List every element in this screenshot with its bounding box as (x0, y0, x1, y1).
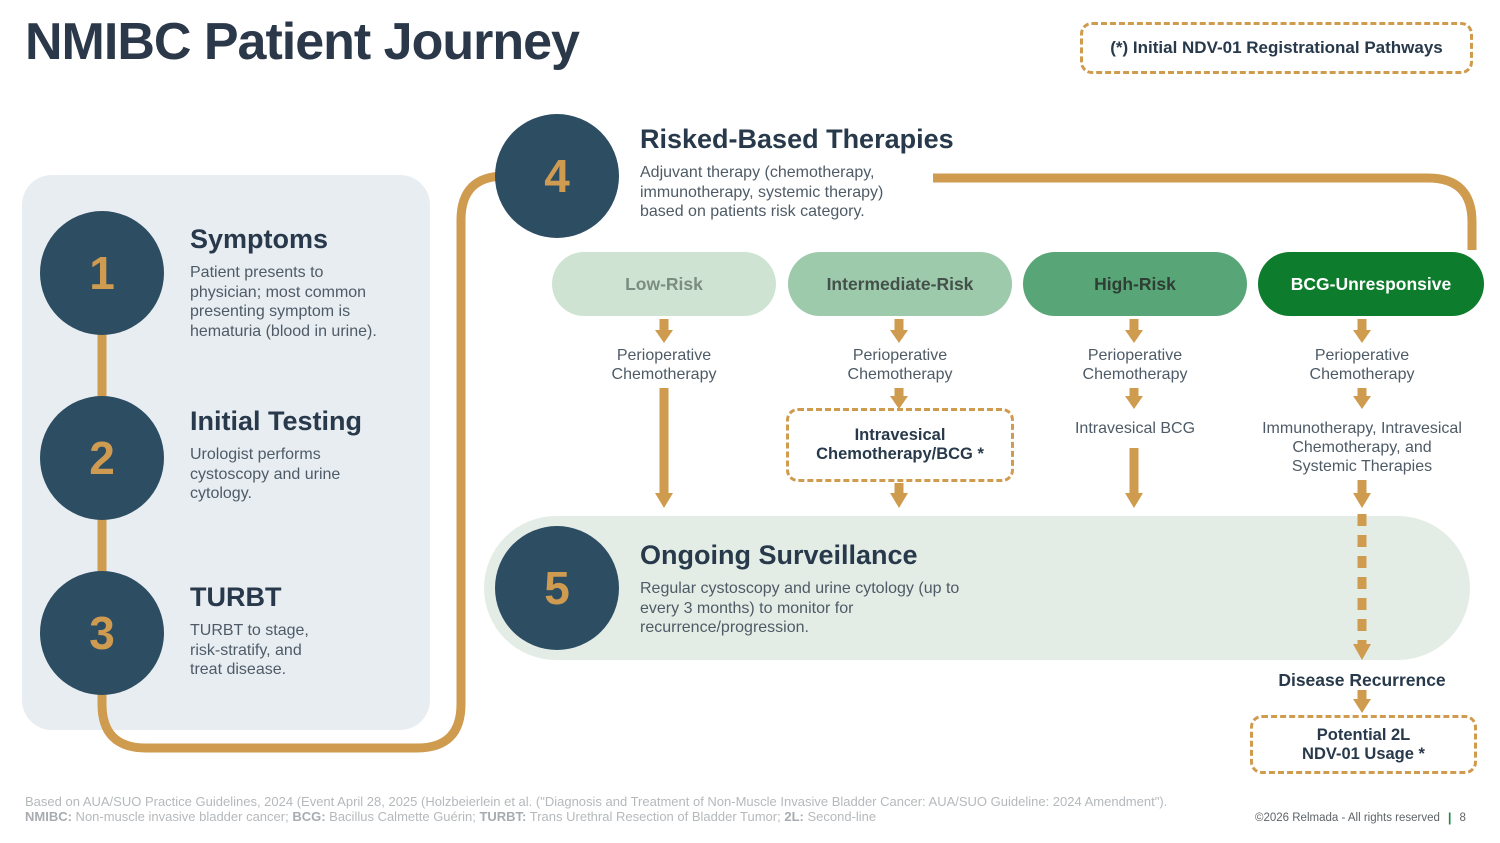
step-ongoing-surveillance: Ongoing Surveillance Regular cystoscopy … (640, 540, 1020, 638)
abbrev-term: TURBT: (479, 808, 527, 824)
arrowhead (890, 493, 908, 508)
step-circle-4: 4 (495, 114, 619, 238)
divider: | (1447, 810, 1452, 825)
step-title: Risked-Based Therapies (640, 124, 954, 154)
page-title: NMIBC Patient Journey (25, 13, 580, 71)
step-description: TURBT to stage, risk-stratify, and treat… (190, 622, 309, 679)
risk-pill-label: BCG-Unresponsive (1290, 273, 1452, 294)
arrowhead (1353, 396, 1371, 409)
step-title: TURBT (190, 582, 282, 612)
low-risk-therapy-1: Perioperative Chemotherapy (611, 347, 717, 384)
abbrev-definition: Trans Urethral Resection of Bladder Tumo… (526, 808, 785, 824)
footer-abbreviations: NMIBC: Non-muscle invasive bladder cance… (25, 808, 1167, 825)
risk-pill-intermediate: Intermediate-Risk (788, 252, 1012, 316)
step-description: Adjuvant therapy (chemotherapy, immunoth… (640, 164, 884, 221)
risk-pill-low: Low-Risk (552, 252, 776, 316)
footer-source: Based on AUA/SUO Practice Guidelines, 20… (25, 794, 1168, 809)
step-circle-2: 2 (40, 396, 164, 520)
abbrev-definition: Second-line (803, 808, 877, 824)
step-number: 1 (89, 247, 115, 299)
bcg-therapy-2: Immunotherapy, Intravesical Chemotherapy… (1262, 420, 1462, 476)
step-initial-testing: Initial Testing Urologist performs cysto… (190, 406, 420, 504)
risk-pill-bcg-unresponsive: BCG-Unresponsive (1258, 252, 1484, 316)
step-title: Ongoing Surveillance (640, 540, 918, 570)
step-description: Regular cystoscopy and urine cytology (u… (640, 580, 960, 637)
step-title: Symptoms (190, 224, 329, 254)
risk-pill-high: High-Risk (1023, 252, 1247, 316)
arrowhead (1353, 493, 1371, 508)
high-risk-therapy-1: Perioperative Chemotherapy (1082, 347, 1188, 384)
ongoing-surveillance-band (484, 516, 1470, 660)
abbrev-definition: Non-muscle invasive bladder cancer; (71, 808, 293, 824)
abbrev-term: NMIBC: (25, 808, 72, 824)
page-number: 8 (1459, 811, 1466, 824)
arrowhead (1125, 330, 1143, 343)
abbrev-term: BCG: (292, 808, 326, 824)
copyright-bar: ©2026 Relmada - All rights reserved | 8 (1255, 810, 1466, 825)
intermediate-risk-therapy-1: Perioperative Chemotherapy (847, 347, 953, 384)
step-circle-3: 3 (40, 571, 164, 695)
registrational-pathways-callout: (*) Initial NDV-01 Registrational Pathwa… (1080, 22, 1473, 74)
arrowhead (1125, 396, 1143, 409)
step-risk-based-therapies: Risked-Based Therapies Adjuvant therapy … (640, 124, 970, 222)
abbrev-term: 2L: (784, 808, 804, 824)
copyright-text: ©2026 Relmada - All rights reserved (1255, 811, 1440, 824)
step-title: Initial Testing (190, 406, 363, 436)
potential-2l-ndv01-box: Potential 2L NDV-01 Usage * (1250, 715, 1477, 774)
arrowhead (890, 330, 908, 343)
step-number: 2 (89, 432, 115, 484)
step-circle-1: 1 (40, 211, 164, 335)
risk-pill-label: Intermediate-Risk (826, 273, 974, 294)
step-number: 4 (544, 150, 570, 202)
journey-path-right (933, 173, 1477, 250)
intravesical-chemo-bcg-box: Intravesical Chemotherapy/BCG * (786, 408, 1014, 482)
risk-pill-label: High-Risk (1094, 273, 1176, 294)
arrowhead (655, 493, 673, 508)
step-circle-5: 5 (495, 526, 619, 650)
risk-pill-label: Low-Risk (625, 273, 703, 294)
step-description: Patient presents to physician; most comm… (190, 264, 377, 340)
step-turbt: TURBT TURBT to stage, risk-stratify, and… (190, 582, 420, 680)
high-risk-therapy-2: Intravesical BCG (1074, 420, 1196, 437)
step-symptoms: Symptoms Patient presents to physician; … (190, 224, 420, 341)
disease-recurrence-label: Disease Recurrence (1278, 670, 1446, 690)
step-number: 5 (544, 562, 570, 614)
abbrev-definition: Bacillus Calmette Guérin; (325, 808, 480, 824)
arrowhead (1353, 699, 1371, 713)
arrowhead (655, 330, 673, 343)
step-description: Urologist performs cystoscopy and urine … (190, 446, 341, 503)
step-number: 3 (89, 607, 115, 659)
arrowhead (1353, 330, 1371, 343)
bcg-therapy-1: Perioperative Chemotherapy (1309, 347, 1415, 384)
arrowhead (1125, 493, 1143, 508)
footer: Based on AUA/SUO Practice Guidelines, 20… (25, 794, 1168, 825)
